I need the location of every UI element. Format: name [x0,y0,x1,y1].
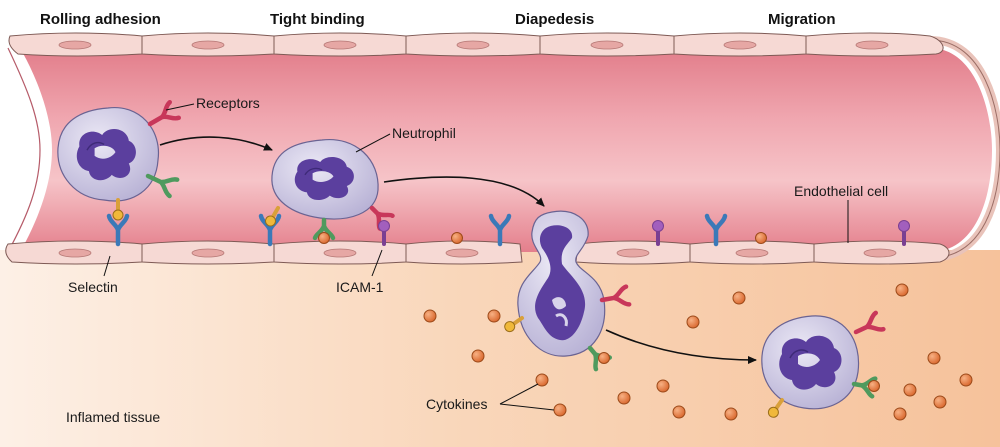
cytokine [933,395,947,409]
neutrophil-migration [761,310,886,418]
label-neutrophil: Neutrophil [392,125,456,141]
cytokine [471,349,485,363]
label-selectin: Selectin [68,279,118,295]
endothelial-receptors [451,216,910,244]
cytokine [672,405,686,419]
cytokine [732,291,746,305]
cytokines-in-tissue [423,283,973,421]
neutrophil-diapedesis [504,210,632,372]
icam-icon [378,220,390,246]
neutrophil-rolling [57,102,179,244]
cytokine [423,309,437,323]
cytokine [686,315,700,329]
cytokine [535,373,549,387]
arrow-tight-to-diapedesis [383,176,545,207]
stage-title-diapedesis: Diapedesis [515,11,594,28]
cytokine [893,407,907,421]
label-receptors: Receptors [196,95,260,111]
cytokine [895,283,909,297]
arrow-rolling-to-tight [159,136,273,151]
cytokine [553,403,567,417]
label-icam-1: ICAM-1 [336,279,384,295]
blood-vessel [5,32,1000,265]
stage-title-rolling-adhesion: Rolling adhesion [40,11,161,28]
cytokine [927,351,941,365]
stage-title-migration: Migration [768,11,836,28]
stage-title-tight-binding: Tight binding [270,11,365,28]
label-endothelial-cell: Endothelial cell [794,183,888,199]
label-cytokines: Cytokines [426,396,487,412]
neutrophil-tight-binding [261,139,395,246]
label-inflamed-tissue: Inflamed tissue [66,409,160,425]
cytokine [617,391,631,405]
cytokine [903,383,917,397]
arrow-diapedesis-to-migration [605,329,757,364]
cytokine [656,379,670,393]
cytokine [487,309,501,323]
cytokine [724,407,738,421]
cytokine [959,373,973,387]
